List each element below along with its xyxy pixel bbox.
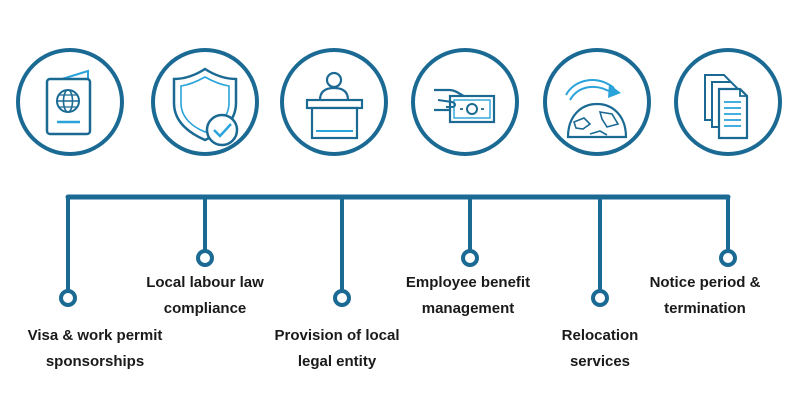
- timeline-stem-2: [196, 197, 214, 267]
- service-label-line1: Relocation: [561, 327, 639, 344]
- shield-check-icon: [151, 48, 259, 156]
- service-label-labour-law: Local labour law compliance: [110, 270, 300, 322]
- service-label-line2: termination: [664, 300, 746, 317]
- hand-banknote-icon: [411, 48, 519, 156]
- service-label-line2: services: [569, 353, 631, 370]
- timeline-stem-3: [333, 197, 351, 307]
- service-label-line1: Local labour law: [146, 274, 264, 291]
- service-label-line1: Visa & work permit: [27, 327, 163, 344]
- timeline-stem-1: [59, 197, 77, 307]
- service-label-legal-entity: Provision of local legal entity: [242, 323, 432, 375]
- service-label-relocation: Relocation services: [505, 323, 695, 375]
- globe-relocation-arrow-icon: [543, 48, 651, 156]
- passport-globe-icon: [16, 48, 124, 156]
- service-label-line1: Provision of local: [274, 327, 400, 344]
- documents-stack-icon: [674, 48, 782, 156]
- service-label-line2: compliance: [163, 300, 247, 317]
- reception-desk-icon: [280, 48, 388, 156]
- service-label-line1: Notice period &: [649, 274, 761, 291]
- timeline-stem-4: [461, 197, 479, 267]
- service-label-line2: sponsorships: [45, 353, 145, 370]
- service-label-notice-period: Notice period & termination: [610, 270, 800, 322]
- service-label-employee-benefit: Employee benefit management: [373, 270, 563, 322]
- timeline-stem-5: [591, 197, 609, 307]
- service-label-line2: management: [421, 300, 515, 317]
- timeline-stem-6: [719, 197, 737, 267]
- service-label-visa: Visa & work permit sponsorships: [0, 323, 190, 375]
- service-label-line1: Employee benefit: [405, 274, 531, 291]
- service-label-line2: legal entity: [297, 353, 377, 370]
